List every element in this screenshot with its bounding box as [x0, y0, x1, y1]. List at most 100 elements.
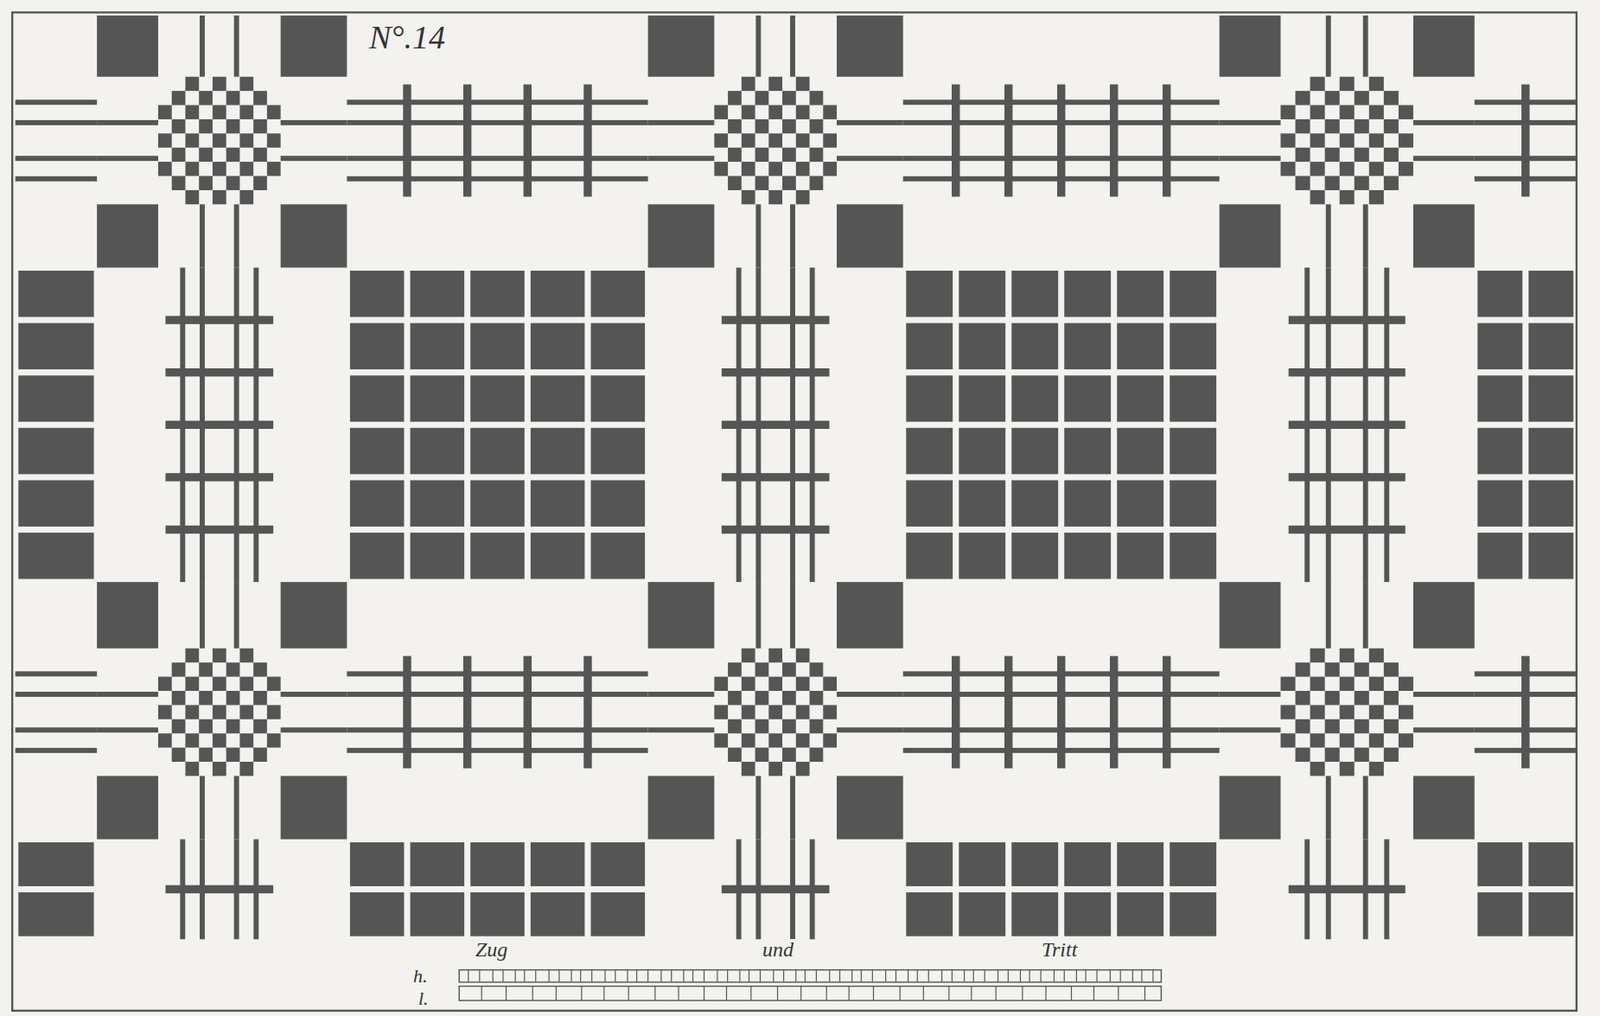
weave-block: [1011, 841, 1059, 887]
weave-block: [470, 841, 525, 887]
tie-up-mark: [670, 969, 672, 982]
weave-block: [727, 90, 742, 105]
weave-block: [809, 176, 824, 191]
weave-block: [280, 726, 348, 733]
tie-up-mark: [703, 969, 705, 982]
weave-block: [809, 90, 824, 105]
weave-block: [648, 691, 715, 697]
weave-block: [809, 747, 824, 762]
tie-up-mark: [815, 969, 817, 982]
tie-up-mark: [777, 986, 778, 1001]
weave-block: [239, 704, 254, 719]
weave-block: [1413, 726, 1475, 733]
weave-block: [822, 676, 837, 691]
tie-up-mark: [1132, 969, 1134, 982]
weave-block: [796, 648, 810, 663]
tie-up-row: [458, 986, 1161, 1001]
weave-block: [410, 532, 466, 580]
tie-up-mark: [523, 969, 525, 982]
weave-block: [1325, 90, 1340, 105]
weave-block: [172, 690, 186, 705]
tie-up-mark: [505, 986, 507, 1001]
weave-block: [1413, 155, 1475, 161]
weave-block: [212, 190, 227, 204]
weave-block: [1011, 532, 1059, 580]
weave-block: [1288, 420, 1406, 429]
weave-block: [96, 155, 159, 161]
weave-block: [253, 690, 268, 705]
tie-up-mark: [1021, 986, 1023, 1001]
weave-block: [523, 84, 532, 198]
weave-block: [1383, 690, 1399, 705]
tie-up-mark: [535, 969, 536, 982]
weave-block: [212, 76, 227, 91]
weave-block: [212, 733, 227, 747]
tie-up-mark: [467, 969, 469, 982]
tie-up-mark: [948, 986, 950, 1001]
weave-block: [796, 133, 810, 147]
row-letter: l.: [416, 988, 431, 1008]
weave-block: [18, 427, 94, 475]
weave-block: [184, 105, 199, 120]
weave-block: [165, 472, 274, 481]
weave-block: [1219, 775, 1282, 839]
weave-block: [226, 690, 241, 705]
tie-up-mark: [481, 986, 483, 1001]
weave-block: [1354, 147, 1370, 162]
weave-block: [15, 747, 97, 753]
weave-block: [755, 581, 761, 649]
weave-block: [1310, 648, 1326, 663]
tie-up-mark: [973, 969, 975, 982]
tie-up-mark: [1053, 969, 1055, 982]
weave-block: [1011, 479, 1059, 527]
weave-block: [350, 532, 405, 580]
weave-block: [172, 719, 186, 734]
weave-block: [755, 15, 761, 77]
weave-block: [267, 161, 281, 176]
tie-up-mark: [1120, 969, 1122, 982]
tie-up-mark: [1109, 969, 1111, 982]
weave-block: [958, 841, 1006, 887]
tie-up-bars: [458, 969, 1161, 1011]
weave-block: [648, 581, 715, 649]
weave-block: [583, 84, 592, 198]
weave-block: [198, 690, 213, 705]
weave-block: [239, 161, 254, 176]
weave-block: [721, 420, 830, 429]
tie-up-mark: [628, 986, 630, 1001]
weave-block: [530, 375, 586, 422]
tie-up-mark: [1144, 986, 1146, 1001]
weave-block: [267, 733, 281, 747]
weave-block: [234, 775, 240, 839]
weave-block: [1339, 704, 1355, 719]
weave-block: [1325, 581, 1332, 649]
weave-block: [234, 203, 240, 268]
weave-block: [253, 147, 268, 162]
tie-up-mark: [555, 986, 557, 1001]
tie-up-mark: [716, 969, 718, 982]
weave-block: [1339, 676, 1355, 691]
weave-block: [1369, 190, 1384, 204]
weave-block: [15, 155, 97, 161]
weave-block: [1288, 525, 1406, 534]
weave-block: [184, 133, 199, 147]
weave-block: [470, 892, 525, 937]
weave-block: [239, 648, 254, 663]
tie-up-mark: [1040, 969, 1042, 982]
weave-block: [741, 76, 756, 91]
caption-word: und: [760, 938, 796, 960]
weave-block: [18, 479, 94, 527]
weave-block: [1477, 375, 1523, 422]
weave-block: [212, 133, 227, 147]
tie-up-mark: [660, 969, 662, 982]
weave-block: [1011, 270, 1059, 318]
weave-block: [212, 676, 227, 691]
tie-up-mark: [502, 969, 504, 982]
weave-block: [1528, 375, 1574, 422]
weave-block: [1057, 656, 1065, 769]
weave-block: [96, 775, 159, 839]
weave-block: [158, 704, 173, 719]
weave-block: [727, 176, 742, 191]
weave-block: [470, 270, 525, 318]
tie-up-mark: [759, 969, 761, 982]
